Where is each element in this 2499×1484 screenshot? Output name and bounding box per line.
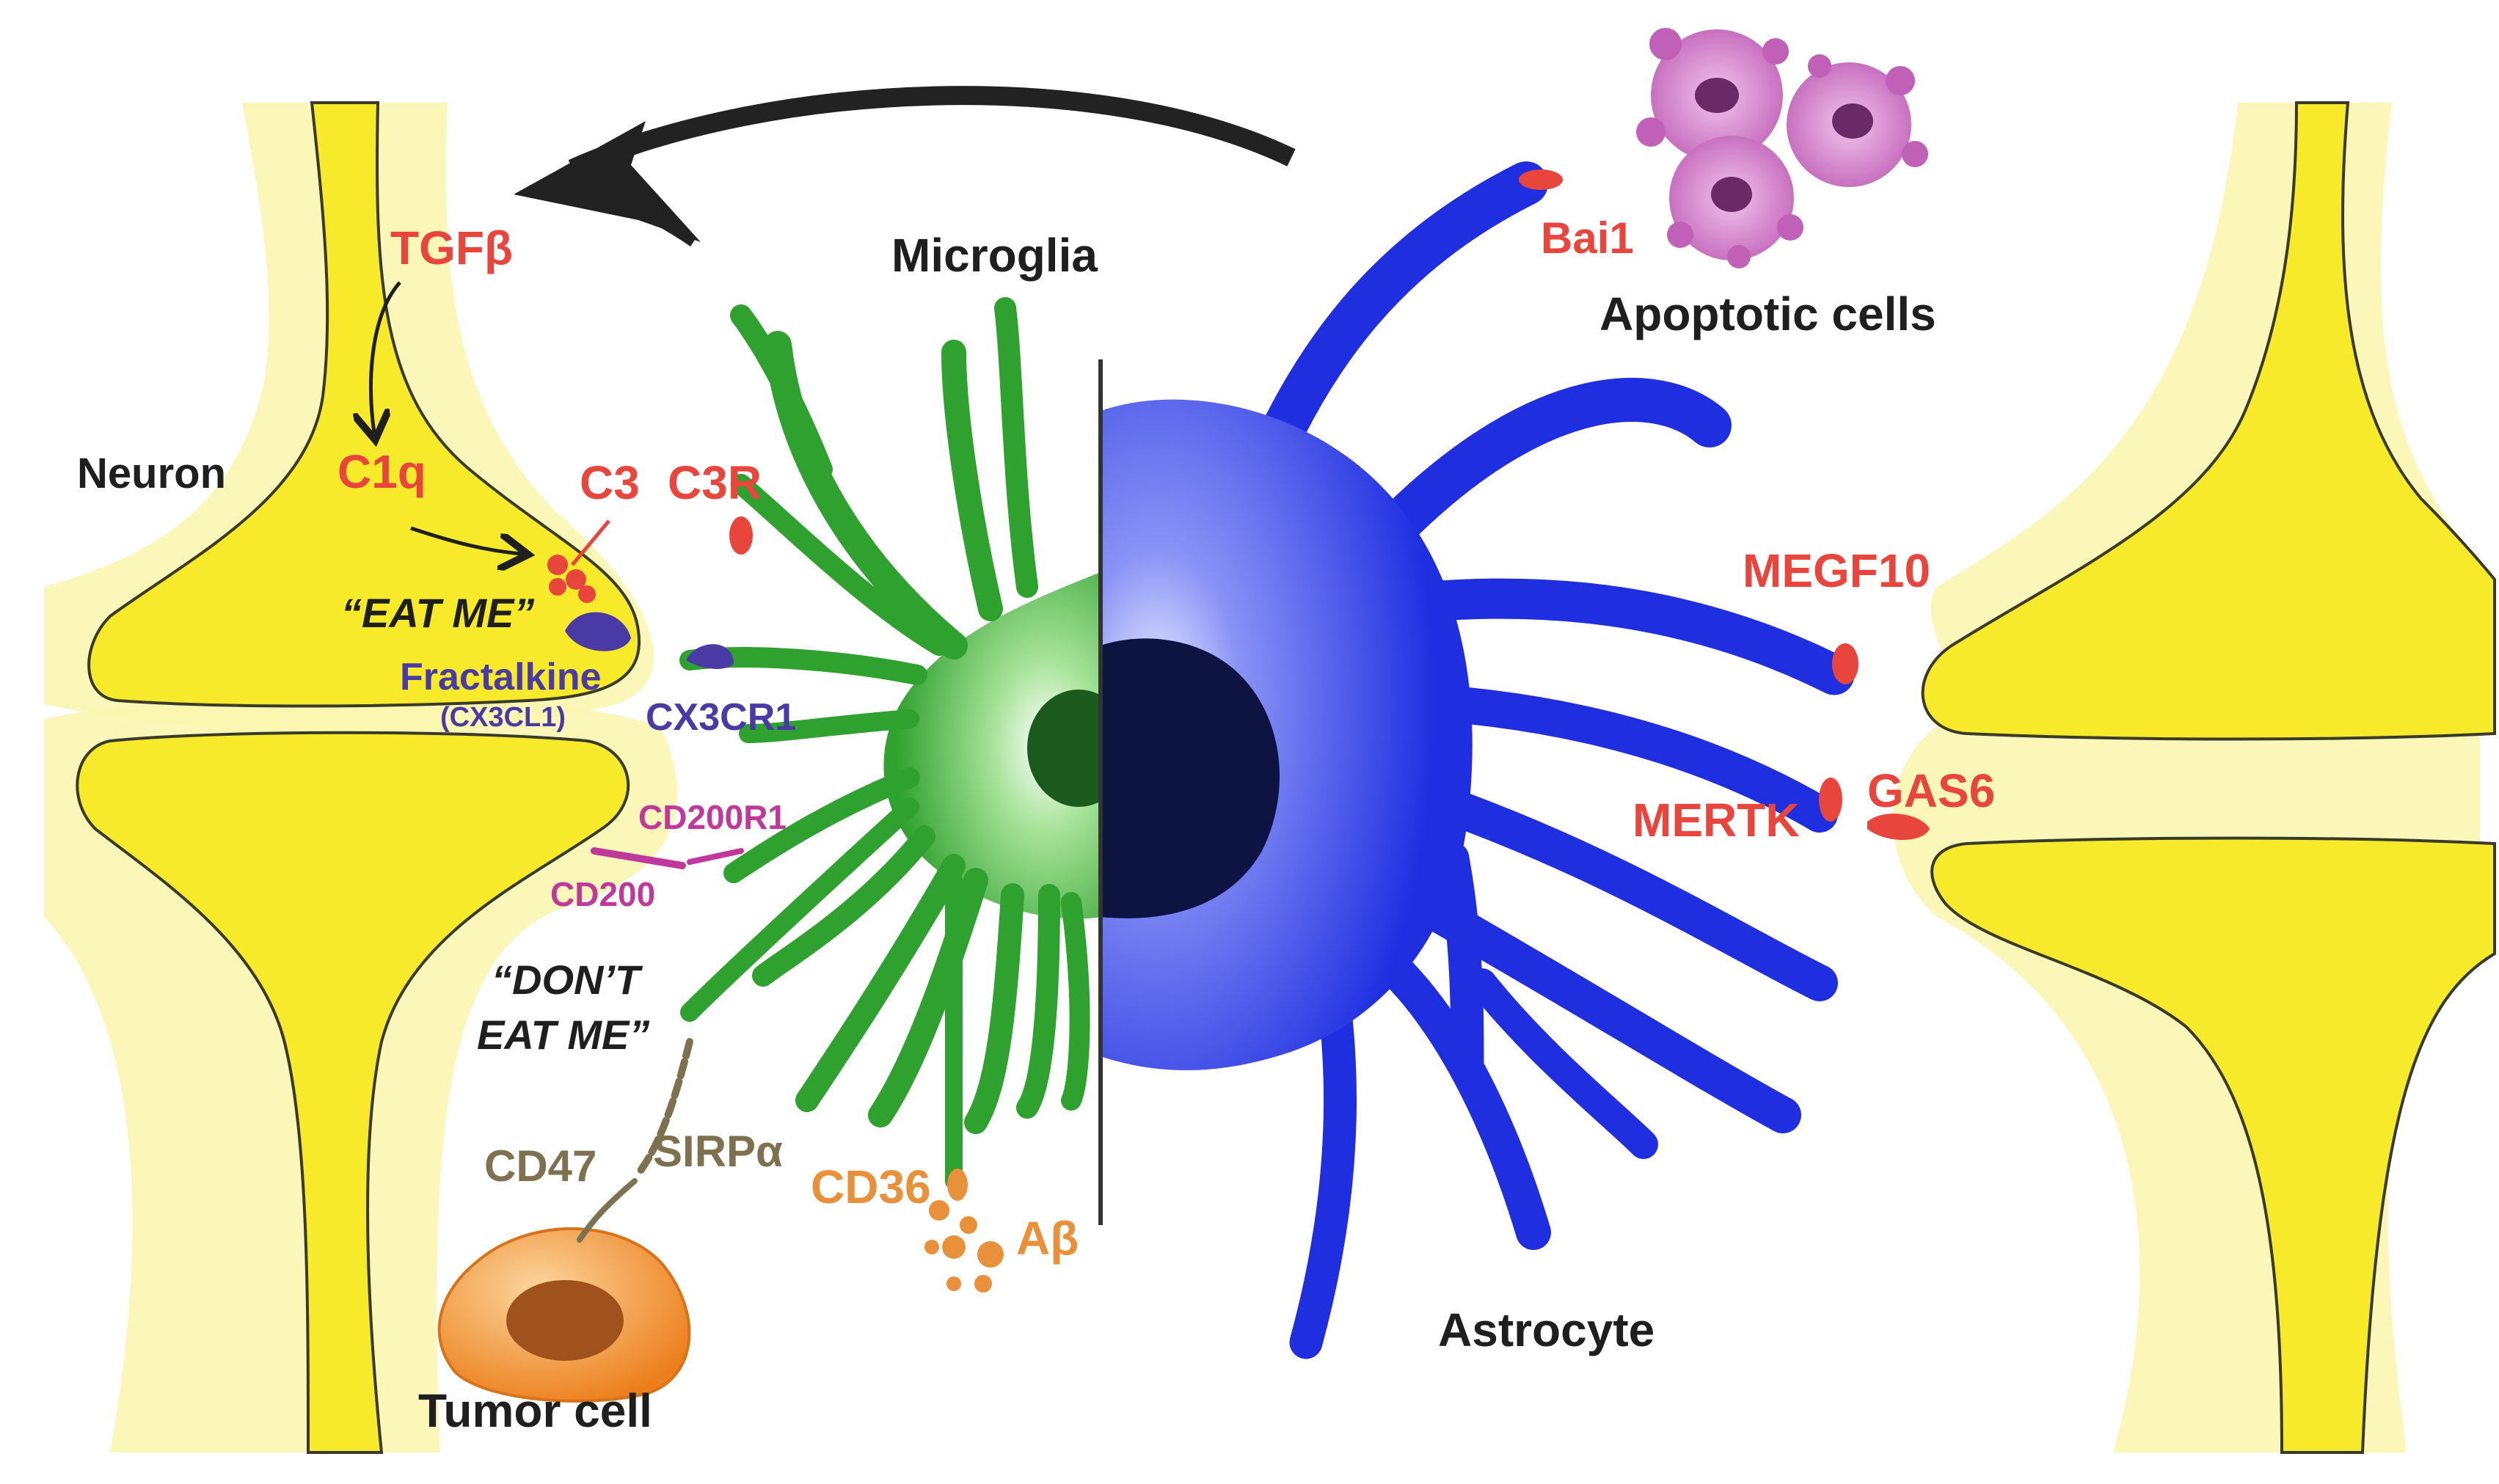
- cx3cr1-receptor: [686, 644, 734, 669]
- label-astrocyte: Astrocyte: [1438, 1304, 1655, 1356]
- label-cd200r1: CD200R1: [638, 798, 787, 836]
- microglia-processes: [679, 297, 1090, 1190]
- fractalkine-ligand: [565, 612, 631, 651]
- feedback-arrow: [568, 86, 1296, 178]
- left-postsynaptic-terminal: [76, 731, 630, 1454]
- cd200r1-receptor: [687, 848, 744, 865]
- apoptotic-cell-1: [1636, 28, 1789, 161]
- right-neuron: [1893, 101, 2496, 1454]
- tumor-cell: [437, 1227, 691, 1403]
- label-c3r: C3R: [668, 456, 762, 509]
- label-c1q: C1q: [338, 445, 426, 498]
- label-cx3cl1: (CX3CL1): [440, 702, 566, 733]
- right-presynaptic-terminal: [1921, 101, 2496, 741]
- label-gas6: GAS6: [1867, 764, 1995, 817]
- mertk-receptor: [1819, 778, 1842, 822]
- c3-ligand: [547, 519, 610, 603]
- cd200-ligand: [591, 847, 686, 869]
- tumor-cell-nucleus: [506, 1280, 624, 1361]
- label-dont-eat-me-line2: EAT ME”: [477, 1012, 649, 1058]
- label-eat-me: “EAT ME”: [341, 590, 534, 636]
- bai1-receptor: [1519, 169, 1563, 190]
- feedback-arrow-head: [514, 121, 701, 242]
- label-dont-eat-me-line1: “DON’T: [492, 957, 643, 1003]
- label-bai1: Bai1: [1541, 213, 1634, 263]
- astrocyte-cell: [1101, 161, 1855, 1359]
- label-abeta: Aβ: [1016, 1212, 1079, 1265]
- label-cd36: CD36: [811, 1160, 931, 1213]
- c3r-receptor: [729, 516, 753, 555]
- cd47-ligand: [577, 1178, 638, 1243]
- c1q-to-c3-arrow: [410, 526, 521, 554]
- label-tumor-cell: Tumor cell: [418, 1384, 652, 1437]
- apoptotic-cell-2: [1787, 54, 1928, 187]
- right-postsynaptic-terminal: [1930, 836, 2496, 1454]
- label-tgfb: TGFβ: [390, 222, 513, 274]
- gas6-ligand: [1867, 814, 1930, 840]
- microglia-cell: [679, 297, 1130, 1190]
- label-cd47: CD47: [484, 1141, 597, 1191]
- label-mertk: MERTK: [1632, 794, 1800, 847]
- abeta-aggregates: [924, 1200, 1004, 1293]
- label-cx3cr1: CX3CR1: [646, 696, 796, 739]
- astrocyte-nucleus: [1101, 638, 1280, 918]
- cd36-receptor: [947, 1169, 968, 1201]
- apoptotic-cells: [1636, 28, 1928, 268]
- microglia-body: [883, 572, 1101, 919]
- feedback-arrow-tail: [599, 186, 696, 246]
- tgfb-to-c1q-arrow: [371, 281, 401, 433]
- label-fractalkine: Fractalkine: [400, 656, 602, 698]
- sirpa-receptor: [635, 1038, 693, 1177]
- label-microglia: Microglia: [891, 229, 1098, 282]
- label-sirpa: SIRPα: [653, 1127, 783, 1176]
- apoptotic-cell-3: [1667, 136, 1803, 268]
- label-apoptotic-cells: Apoptotic cells: [1599, 288, 1936, 340]
- label-cd200: CD200: [550, 875, 655, 913]
- megf10-receptor: [1832, 643, 1858, 684]
- label-c3: C3: [580, 456, 640, 509]
- label-neuron: Neuron: [77, 450, 226, 497]
- label-megf10: MEGF10: [1743, 544, 1930, 597]
